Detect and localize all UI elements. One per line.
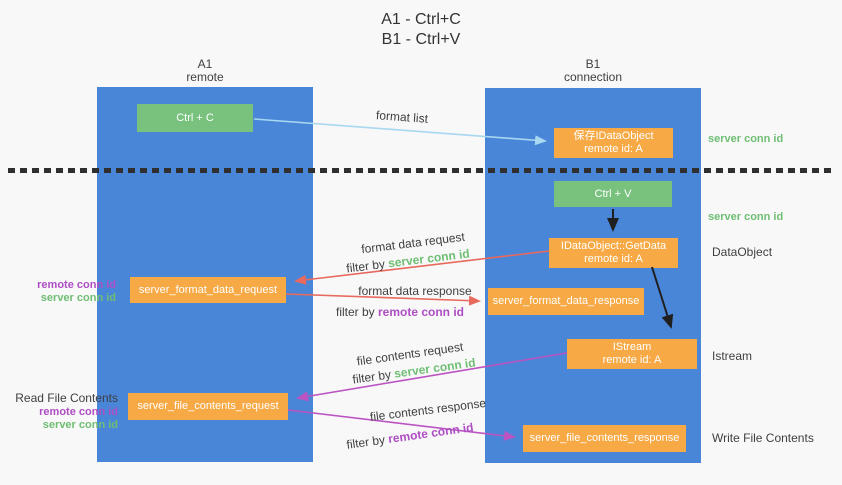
node-idataobject-getdata-line1: IDataObject::GetData [560, 240, 667, 252]
diagram-title-line2: B1 - Ctrl+V [381, 31, 461, 48]
node-ctrl-c: Ctrl + C [137, 104, 253, 132]
write-file-contents-label: Write File Contents [712, 431, 814, 445]
lane-header-a1: A1 remote [97, 58, 313, 84]
lane-header-b1: B1 connection [485, 58, 701, 84]
node-save-idataobject-line1: 保存IDataObject [573, 130, 654, 142]
node-server-format-data-request: server_format_data_request [130, 277, 286, 303]
node-idataobject-getdata-line2: remote id: A [584, 253, 643, 265]
lane-a1-role: remote [186, 70, 224, 84]
filter-by-text: filter by [335, 305, 378, 319]
label-filter-by-remote-conn-id-1: filter by remote conn id [336, 305, 464, 319]
filter-by-text: filter by [345, 256, 389, 276]
label-filter-by-remote-conn-id-2: filter by remote conn id [346, 420, 475, 452]
node-istream-line2: remote id: A [602, 354, 662, 366]
read-remote-conn-id-label: remote conn id [39, 406, 118, 418]
diagram-title: A1 - Ctrl+C B1 - Ctrl+V [0, 10, 842, 50]
node-server-file-contents-response-label: server_file_contents_response [529, 432, 680, 444]
left-server-conn-id-label: server conn id [40, 292, 116, 304]
node-server-format-data-request-label: server_format_data_request [138, 283, 278, 296]
istream-label: Istream [712, 349, 753, 363]
node-save-idataobject: 保存IDataObject remote id: A [554, 128, 673, 158]
node-server-file-contents-response: server_file_contents_response [523, 425, 686, 452]
lane-b1-name: B1 [585, 57, 601, 71]
label-format-data-response: format data response [358, 284, 472, 298]
node-ctrl-v: Ctrl + V [554, 181, 672, 207]
node-idataobject-getdata: IDataObject::GetData remote id: A [549, 238, 678, 268]
filter-by-text: filter by [345, 432, 390, 452]
node-server-file-contents-request: server_file_contents_request [128, 393, 288, 420]
phase-separator-dotted-line [8, 168, 834, 173]
node-server-format-data-response: server_format_data_response [488, 288, 644, 315]
node-ctrl-v-label: Ctrl + V [594, 187, 632, 200]
remote-conn-id-text: remote conn id [387, 420, 475, 446]
filter-by-text: filter by [351, 366, 396, 387]
node-server-file-contents-request-label: server_file_contents_request [137, 400, 279, 412]
lane-a1-name: A1 [197, 57, 213, 71]
node-save-idataobject-line2: remote id: A [584, 143, 643, 155]
node-istream-line1: IStream [612, 341, 652, 353]
left-remote-conn-id-label: remote conn id [37, 279, 116, 291]
diagram-title-line1: A1 - Ctrl+C [381, 11, 461, 28]
lane-b1-role: connection [563, 70, 623, 84]
read-file-contents-label: Read File Contents [15, 391, 118, 405]
label-format-list: format list [375, 108, 429, 126]
dataobject-label: DataObject [712, 245, 773, 259]
read-server-conn-id-label: server conn id [42, 419, 118, 431]
node-istream: IStream remote id: A [567, 339, 697, 369]
right-server-conn-id-mid-label: server conn id [708, 211, 784, 223]
right-server-conn-id-top-label: server conn id [708, 133, 784, 145]
node-server-format-data-response-label: server_format_data_response [492, 295, 640, 307]
remote-conn-id-text: remote conn id [378, 305, 465, 319]
node-ctrl-c-label: Ctrl + C [176, 111, 214, 124]
